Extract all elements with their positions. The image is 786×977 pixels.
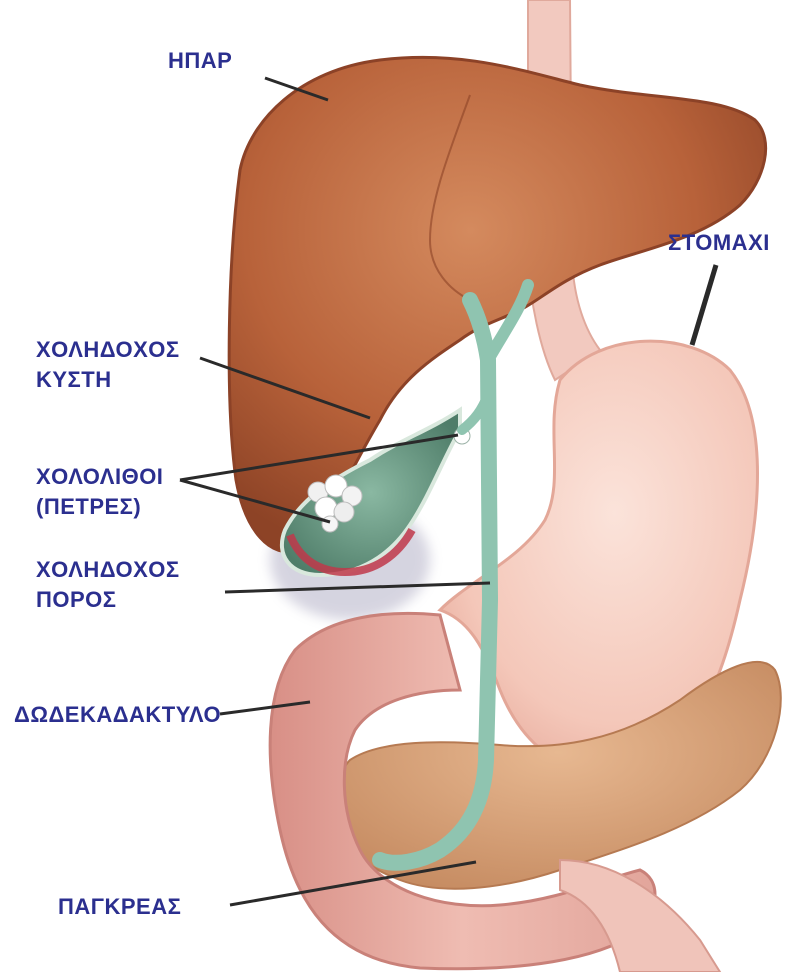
label-bile-duct: ΧΟΛΗΔΟΧΟΣ ΠΟΡΟΣ bbox=[36, 555, 180, 614]
label-gallbladder: ΧΟΛΗΔΟΧΟΣ ΚΥΣΤΗ bbox=[36, 335, 180, 394]
label-gallstones-line1: ΧΟΛΟΛΙΘΟΙ bbox=[36, 462, 163, 492]
label-pancreas: ΠΑΓΚΡΕΑΣ bbox=[58, 892, 181, 922]
leader-stomach bbox=[692, 265, 716, 345]
label-bile-duct-line2: ΠΟΡΟΣ bbox=[36, 585, 180, 615]
label-gallstones-line2: (ΠΕΤΡΕΣ) bbox=[36, 492, 163, 522]
label-duodenum: ΔΩΔΕΚΑΔΑΚΤΥΛΟ bbox=[14, 700, 221, 730]
label-gallbladder-line1: ΧΟΛΗΔΟΧΟΣ bbox=[36, 335, 180, 365]
label-gallstones: ΧΟΛΟΛΙΘΟΙ (ΠΕΤΡΕΣ) bbox=[36, 462, 163, 521]
label-gallbladder-line2: ΚΥΣΤΗ bbox=[36, 365, 180, 395]
label-bile-duct-line1: ΧΟΛΗΔΟΧΟΣ bbox=[36, 555, 180, 585]
label-liver: ΗΠΑΡ bbox=[168, 46, 232, 76]
label-stomach: ΣΤΟΜΑΧΙ bbox=[668, 228, 770, 258]
